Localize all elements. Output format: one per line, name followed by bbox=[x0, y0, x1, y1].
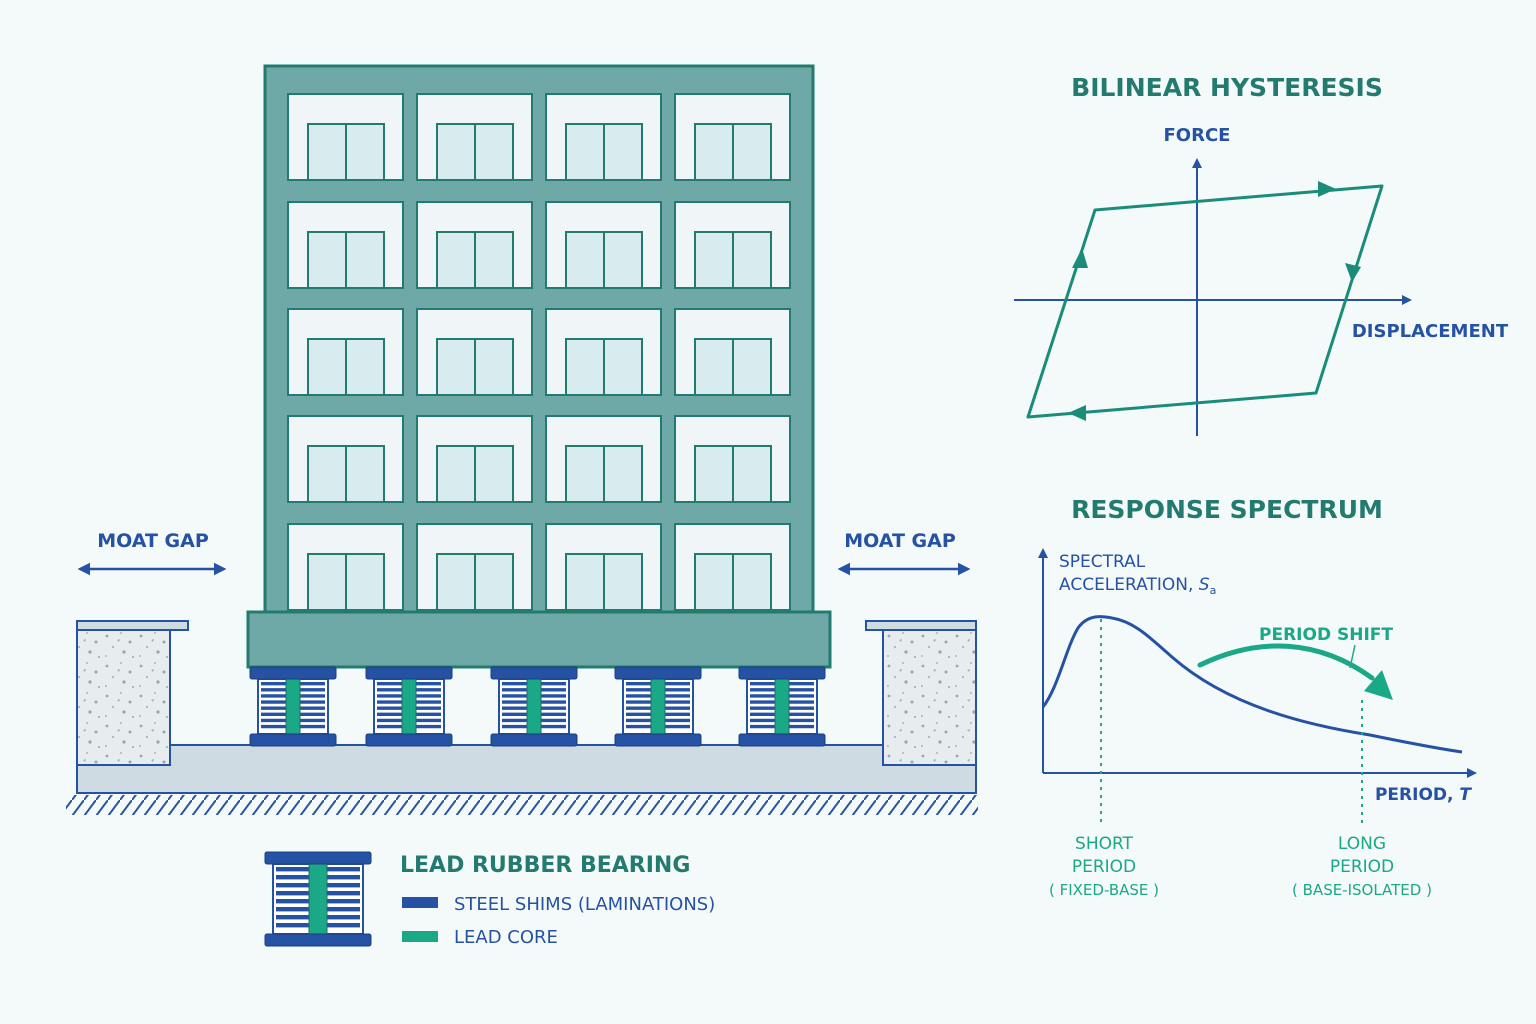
loop-arrow-bottom bbox=[1068, 405, 1086, 421]
window bbox=[674, 201, 791, 289]
building bbox=[246, 64, 832, 669]
bearing-legend: LEAD RUBBER BEARING STEEL SHIMS (LAMINAT… bbox=[264, 851, 715, 948]
short-period-line3: ( FIXED-BASE ) bbox=[1049, 881, 1159, 899]
isolation-bearings bbox=[249, 666, 826, 747]
legend-label-steel: STEEL SHIMS (LAMINATIONS) bbox=[454, 894, 715, 915]
sa-label-text: ACCELERATION, bbox=[1059, 575, 1199, 595]
right-moat-label: MOAT GAP bbox=[844, 530, 956, 552]
sa-symbol: S bbox=[1199, 575, 1210, 595]
period-shift-label: PERIOD SHIFT bbox=[1259, 625, 1393, 645]
window bbox=[416, 415, 533, 503]
window-grid bbox=[287, 93, 791, 611]
soil-hatch bbox=[66, 795, 978, 815]
window bbox=[545, 308, 662, 396]
sa-subscript: a bbox=[1210, 584, 1217, 597]
lead-rubber-bearing bbox=[738, 666, 826, 747]
legend-swatch-lead bbox=[402, 931, 438, 942]
window bbox=[287, 201, 404, 289]
window bbox=[416, 523, 533, 611]
window bbox=[545, 523, 662, 611]
loop-arrow-top bbox=[1318, 181, 1336, 197]
short-period-line1: SHORT bbox=[1075, 834, 1134, 854]
window bbox=[287, 415, 404, 503]
ground-slab bbox=[76, 744, 977, 794]
window bbox=[287, 308, 404, 396]
period-shift-arrow bbox=[1197, 643, 1375, 681]
short-period-line2: PERIOD bbox=[1072, 857, 1136, 877]
window bbox=[545, 201, 662, 289]
lead-rubber-bearing bbox=[249, 666, 337, 747]
sa-label-line2: ACCELERATION, Sa bbox=[1059, 575, 1216, 597]
right-moat-gap: MOAT GAP bbox=[837, 530, 971, 576]
window bbox=[416, 201, 533, 289]
isolation-base-slab bbox=[246, 610, 832, 669]
period-shift-arrowhead bbox=[1364, 670, 1393, 700]
period-label-text: PERIOD, bbox=[1375, 785, 1459, 805]
window bbox=[674, 523, 791, 611]
long-period-line3: ( BASE-ISOLATED ) bbox=[1292, 881, 1432, 899]
ground bbox=[66, 744, 978, 815]
window bbox=[545, 93, 662, 181]
force-label: FORCE bbox=[1164, 125, 1231, 146]
window bbox=[545, 415, 662, 503]
window bbox=[674, 93, 791, 181]
right-retaining-wall bbox=[865, 620, 977, 766]
spectrum-title: RESPONSE SPECTRUM bbox=[1071, 495, 1383, 524]
legend-title: LEAD RUBBER BEARING bbox=[400, 853, 690, 878]
hysteresis-title: BILINEAR HYSTERESIS bbox=[1071, 73, 1383, 102]
window bbox=[674, 415, 791, 503]
left-moat-gap: MOAT GAP bbox=[77, 530, 227, 576]
long-period-line1: LONG bbox=[1338, 834, 1386, 854]
hysteresis-loop bbox=[1026, 184, 1384, 419]
lead-rubber-bearing bbox=[490, 666, 578, 747]
loop-arrow-right bbox=[1345, 263, 1361, 282]
period-symbol: T bbox=[1459, 785, 1472, 805]
period-shift-leader bbox=[1349, 644, 1356, 669]
window bbox=[416, 93, 533, 181]
spectrum-panel: RESPONSE SPECTRUM SPECTRAL ACCELERATION,… bbox=[1038, 495, 1477, 899]
legend-bearing-drawing bbox=[264, 851, 372, 947]
left-retaining-wall bbox=[76, 620, 189, 766]
legend-swatch-steel bbox=[402, 897, 438, 908]
window bbox=[674, 308, 791, 396]
window bbox=[287, 93, 404, 181]
sa-label-line1: SPECTRAL bbox=[1059, 552, 1146, 572]
displacement-label: DISPLACEMENT bbox=[1352, 321, 1509, 342]
lead-rubber-bearing bbox=[614, 666, 702, 747]
legend-bearing-icon bbox=[264, 851, 372, 947]
period-label: PERIOD, T bbox=[1375, 785, 1472, 805]
loop-arrow-left bbox=[1072, 248, 1088, 268]
window bbox=[416, 308, 533, 396]
hysteresis-panel: BILINEAR HYSTERESIS FORCE DISPLACEMENT bbox=[1014, 73, 1509, 436]
spectrum-curve bbox=[1041, 615, 1463, 754]
window bbox=[287, 523, 404, 611]
long-period-line2: PERIOD bbox=[1330, 857, 1394, 877]
left-moat-label: MOAT GAP bbox=[97, 530, 209, 552]
legend-label-lead: LEAD CORE bbox=[454, 927, 558, 948]
lead-rubber-bearing bbox=[365, 666, 453, 747]
